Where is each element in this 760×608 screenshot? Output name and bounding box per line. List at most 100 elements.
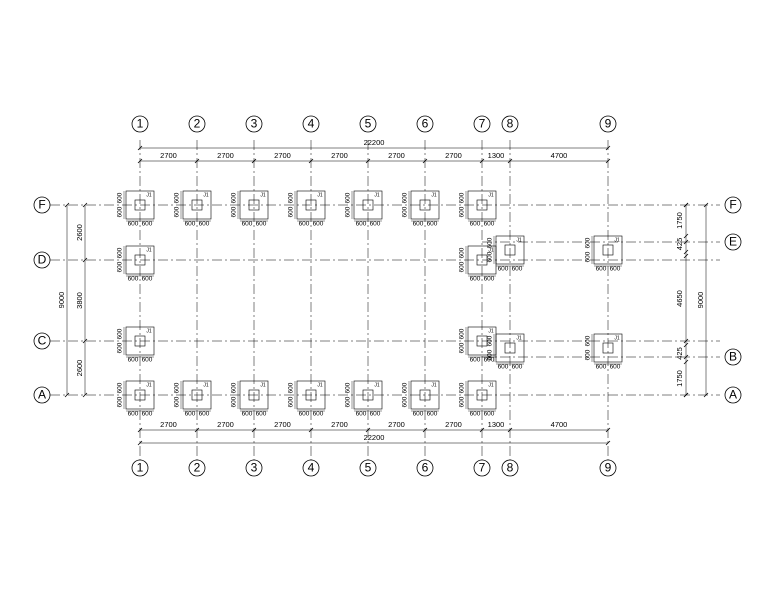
footing-outline [239, 380, 269, 410]
footing-tag: J1 [614, 335, 620, 341]
footing-width-label: 600 [370, 411, 381, 418]
footing-outline [410, 380, 440, 410]
footing-tag: J1 [614, 237, 620, 243]
left-dim-segment-tick [82, 257, 88, 263]
axis-bubble-label: 7 [479, 461, 486, 475]
bottom-dim-segment-tick [365, 427, 371, 433]
axis-bubble-circle [599, 459, 617, 477]
axis-bubble-circle [724, 348, 742, 366]
footing-tag: J1 [488, 247, 494, 253]
axis-bubble-label: 9 [605, 117, 612, 131]
axis-bubble-circle [245, 459, 263, 477]
footing-tag: J1 [260, 382, 266, 388]
footing-height-label: 600 [231, 382, 238, 393]
left-dim-total-label: 9000 [57, 292, 66, 309]
column-bubble-top-5: 5 [359, 115, 377, 133]
axis-bubble-label: 8 [507, 117, 514, 131]
footing-height-label: 600 [117, 396, 124, 407]
axis-bubble-circle [302, 115, 320, 133]
axis-bubble-circle [724, 386, 742, 404]
right-dim-segment-label: 4650 [675, 290, 684, 307]
left-dim-total-tick [64, 202, 70, 208]
column-outline [476, 199, 488, 211]
axis-bubble-circle [473, 115, 491, 133]
footing-outline [467, 190, 497, 220]
right-dim-segment-tick [683, 359, 689, 365]
footing-width-label: 600 [610, 364, 621, 371]
footing-height-label: 600 [288, 396, 295, 407]
right-dim-segment-tick [683, 233, 689, 239]
left-dim-segment-tick [82, 392, 88, 398]
right-dim-total-label: 9000 [696, 292, 705, 309]
footing-height-label: 600 [231, 396, 238, 407]
footing-height-label: 600 [345, 396, 352, 407]
footing-width-label: 600 [128, 276, 139, 283]
column-bubble-bottom-7: 7 [473, 459, 491, 477]
top-dim-segment-tick [137, 158, 143, 164]
right-dim-segment-tick [683, 354, 689, 360]
footing-width-label: 600 [370, 221, 381, 228]
top-dim-segment-tick [194, 158, 200, 164]
footing-tag: J1 [488, 382, 494, 388]
bottom-dim-segment-label: 2700 [445, 420, 462, 429]
footing-tag: J1 [317, 192, 323, 198]
footing-width-label: 600 [299, 221, 310, 228]
axis-bubble-label: 4 [308, 461, 315, 475]
right-dim-segment-label: 1750 [675, 212, 684, 229]
footing-tag: J1 [516, 237, 522, 243]
axis-bubble-circle [599, 115, 617, 133]
axis-bubble-label: 1 [137, 461, 144, 475]
bottom-dim-segment-tick [507, 427, 513, 433]
column-bubble-top-4: 4 [302, 115, 320, 133]
footing-tag: J1 [488, 192, 494, 198]
axis-bubble-label: 7 [479, 117, 486, 131]
footing-outline [125, 380, 155, 410]
column-outline [476, 389, 488, 401]
footing-outline [495, 235, 525, 265]
footing-height-label: 600 [288, 206, 295, 217]
footing-width-label: 600 [356, 221, 367, 228]
footing-tag: J1 [260, 192, 266, 198]
footing-width-label: 600 [142, 411, 153, 418]
footing-tag: J1 [317, 382, 323, 388]
footing-width-label: 600 [242, 411, 253, 418]
top-dim-total-tick [605, 145, 611, 151]
left-dim-segment-label: 2600 [75, 360, 84, 377]
bottom-dim-segment-label: 2700 [217, 420, 234, 429]
axis-bubble-circle [416, 459, 434, 477]
axis-bubble-circle [724, 196, 742, 214]
axis-bubble-circle [501, 115, 519, 133]
footing-width-label: 600 [413, 411, 424, 418]
footing-width-label: 600 [427, 221, 438, 228]
footing-height-label: 600 [174, 382, 181, 393]
axis-grid-lines [50, 140, 720, 460]
footing-width-label: 600 [256, 221, 267, 228]
bottom-dim-segment-label: 2700 [388, 420, 405, 429]
footing-height-label: 600 [459, 328, 466, 339]
column-outline [134, 199, 146, 211]
column-bubble-bottom-1: 1 [131, 459, 149, 477]
top-dim-segment-label: 2700 [217, 151, 234, 160]
footing-height-label: 600 [487, 335, 494, 346]
footing-height-label: 600 [585, 335, 592, 346]
column-outline [476, 335, 488, 347]
axis-bubble-circle [501, 459, 519, 477]
footing-height-label: 600 [117, 206, 124, 217]
footing-tag: J1 [146, 328, 152, 334]
footing-width-label: 600 [498, 266, 509, 273]
row-bubble-right-E: E [724, 233, 742, 251]
footing-width-label: 600 [185, 221, 196, 228]
footing-tag: J1 [431, 382, 437, 388]
right-dim-segment-tick [683, 342, 689, 348]
footing-tag: J1 [203, 382, 209, 388]
footing-width-label: 600 [356, 411, 367, 418]
left-dim-segment-tick [82, 338, 88, 344]
